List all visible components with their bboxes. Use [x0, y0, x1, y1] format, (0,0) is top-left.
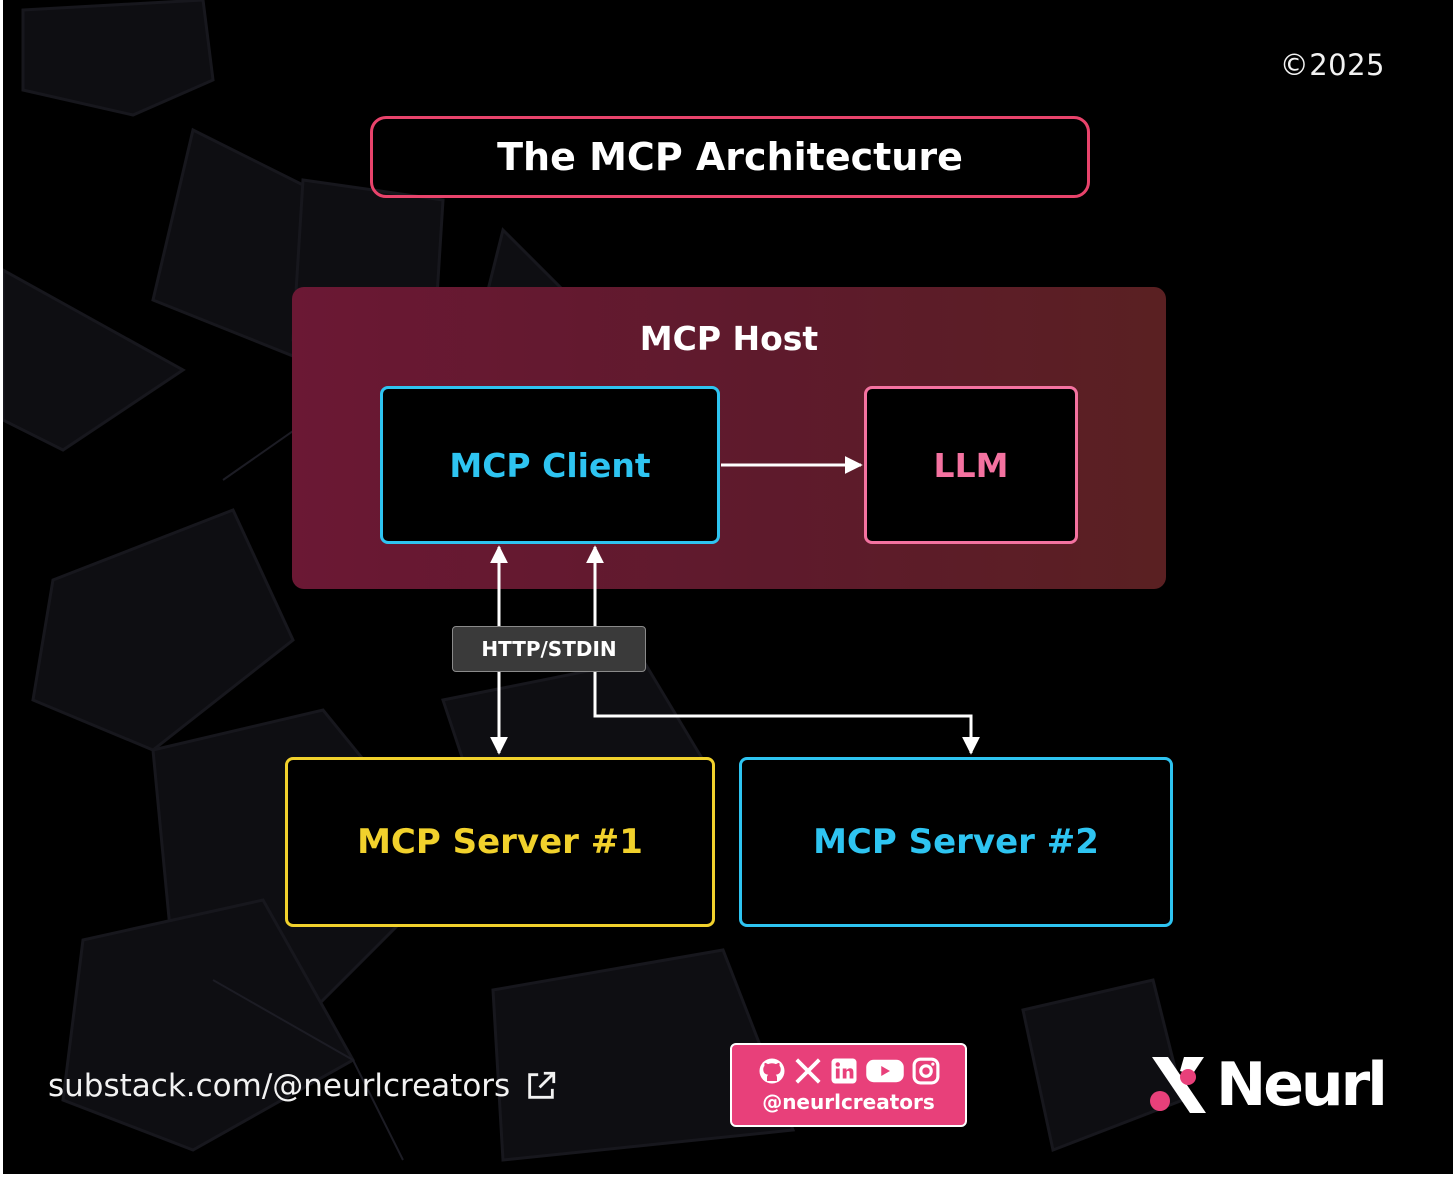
- social-badge[interactable]: @neurlcreators: [730, 1043, 967, 1127]
- x-icon[interactable]: [793, 1056, 823, 1086]
- copyright-text: ©2025: [1279, 48, 1385, 82]
- brand-logo: Neurl: [1148, 1050, 1388, 1120]
- social-handle: @neurlcreators: [762, 1090, 935, 1114]
- brand-wordmark: Neurl: [1216, 1050, 1388, 1120]
- substack-link-text: substack.com/@neurlcreators: [48, 1068, 511, 1104]
- mcp-server-2-node: MCP Server #2: [739, 757, 1173, 927]
- mcp-client-node: MCP Client: [380, 386, 720, 544]
- substack-link[interactable]: substack.com/@neurlcreators: [48, 1068, 558, 1104]
- diagram-canvas: ©2025 The MCP Architecture MCP Host MCP …: [3, 0, 1453, 1174]
- mcp-host-label: MCP Host: [639, 319, 819, 358]
- arrow-to-server2: [593, 672, 980, 755]
- github-icon[interactable]: [757, 1056, 787, 1086]
- connector-arrows: [490, 456, 980, 755]
- protocol-label: HTTP/STDIN: [452, 626, 646, 672]
- external-link-icon: [528, 1071, 556, 1099]
- mcp-server-1-node: MCP Server #1: [285, 757, 715, 927]
- instagram-icon[interactable]: [911, 1056, 941, 1086]
- youtube-icon[interactable]: [865, 1056, 905, 1086]
- linkedin-icon[interactable]: [829, 1056, 859, 1086]
- diagram-title: The MCP Architecture: [370, 116, 1090, 198]
- neurl-logo-mark-icon: [1150, 1057, 1206, 1113]
- llm-node: LLM: [864, 386, 1078, 544]
